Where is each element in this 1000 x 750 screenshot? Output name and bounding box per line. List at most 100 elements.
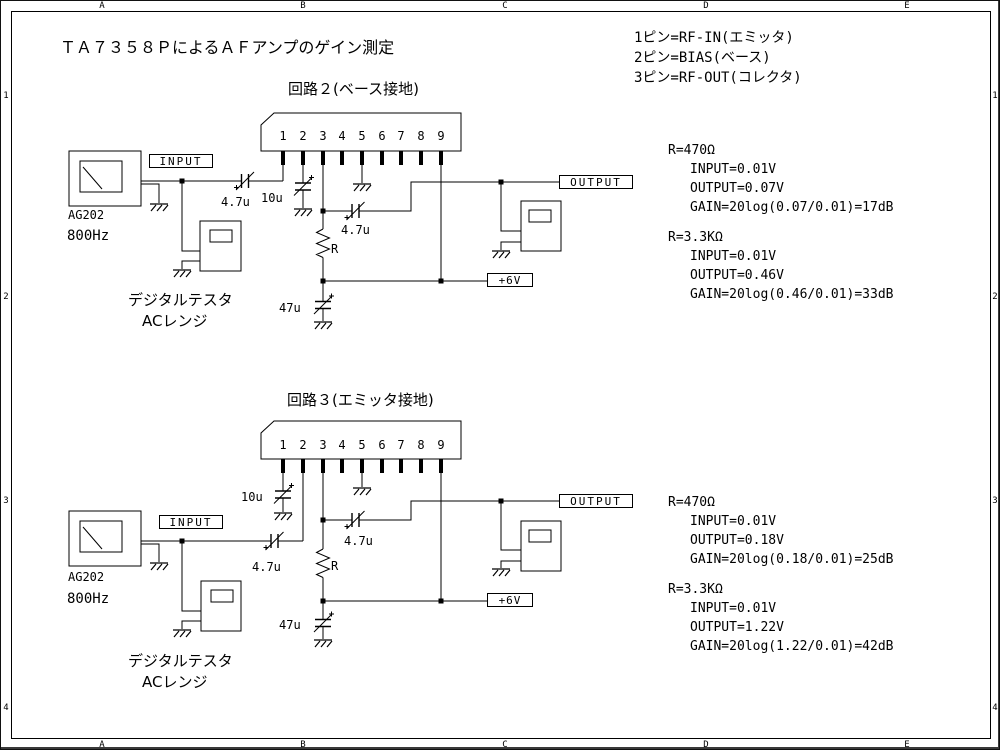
ruler-col-bottom: C [502, 740, 508, 750]
ic-pin-number: 3 [319, 129, 327, 143]
ruler-row-left: 1 [3, 91, 9, 101]
result-group-3k3: R=3.3KΩ INPUT=0.01V OUTPUT=0.46V GAIN=20… [668, 228, 894, 304]
ic-pin-number: 1 [279, 129, 287, 143]
bypass-cap-label: 47u [279, 618, 301, 632]
result-input: INPUT=0.01V [690, 162, 777, 177]
result-group-470: R=470Ω INPUT=0.01V OUTPUT=0.07V GAIN=20l… [668, 141, 894, 217]
input-label-box: INPUT [159, 515, 223, 529]
ic-pin-number: 9 [437, 438, 445, 452]
sheet-border [11, 11, 991, 739]
result-output: OUTPUT=0.46V [690, 268, 784, 283]
generator-frequency-label: 800Hz [67, 228, 110, 244]
ruler-row-right: 1 [992, 91, 998, 101]
resistor-label: R [331, 559, 339, 573]
supply-label-box: +6V [487, 273, 533, 287]
window-edge-right [998, 1, 999, 749]
pin-note: 2ピン=BIAS(ベース) [634, 50, 771, 66]
result-group-470: R=470Ω INPUT=0.01V OUTPUT=0.18V GAIN=20l… [668, 493, 894, 569]
ruler-row-right: 3 [992, 496, 998, 506]
bias-cap-label: 10u [241, 490, 263, 504]
circuit3-grounds [149, 487, 511, 648]
tester-range-label: ACレンジ [142, 673, 208, 691]
ic-pin-number: 4 [338, 129, 346, 143]
circuit3-ic-pins [281, 459, 443, 473]
circuit2-wires [141, 165, 559, 321]
circuit3-tester-right [520, 520, 562, 572]
tester-name-label: デジタルテスタ [128, 291, 233, 309]
circuit3-title: 回路３(エミッタ接地) [287, 391, 434, 409]
output-cap-label: 4.7u [341, 223, 370, 237]
ruler-row-right: 4 [992, 703, 998, 713]
circuit3-results: R=470Ω INPUT=0.01V OUTPUT=0.18V GAIN=20l… [668, 493, 894, 656]
ruler-row-left: 4 [3, 703, 9, 713]
result-resistor: R=3.3KΩ [668, 230, 723, 245]
ruler-col-bottom: D [703, 740, 709, 750]
resistor-label: R [331, 242, 339, 256]
ic-pin-number: 7 [397, 129, 405, 143]
result-gain: GAIN=20log(0.18/0.01)=25dB [690, 552, 894, 567]
result-input: INPUT=0.01V [690, 601, 777, 616]
generator-model-label: AG202 [68, 570, 105, 584]
ruler-col-top: C [502, 1, 508, 11]
ic-pin-number: 2 [299, 129, 307, 143]
pin-note: 3ピン=RF-OUT(コレクタ) [634, 70, 802, 86]
bias-cap-label: 10u [261, 191, 283, 205]
result-gain: GAIN=20log(1.22/0.01)=42dB [690, 639, 894, 654]
ic-pin-number: 2 [299, 438, 307, 452]
ruler-col-bottom: B [300, 740, 306, 750]
circuit2-tester-right [520, 200, 562, 252]
tester-name-label: デジタルテスタ [128, 652, 233, 670]
ruler-col-top: E [904, 1, 910, 11]
circuit3-resistor [315, 548, 331, 578]
ruler-col-bottom: A [99, 740, 105, 750]
result-resistor: R=470Ω [668, 495, 715, 510]
ic-pin-number: 6 [378, 438, 386, 452]
pin-assignment-notes: 1ピン=RF-IN(エミッタ) 2ピン=BIAS(ベース) 3ピン=RF-OUT… [634, 28, 802, 88]
result-output: OUTPUT=0.18V [690, 533, 784, 548]
circuit3-signal-generator [68, 510, 142, 567]
pin-note: 1ピン=RF-IN(エミッタ) [634, 30, 794, 46]
ic-pin-number: 8 [417, 438, 425, 452]
ic-pin-number: 7 [397, 438, 405, 452]
circuit2-capacitors [233, 171, 366, 315]
input-label-box: INPUT [149, 154, 213, 168]
ic-pin-number: 1 [279, 438, 287, 452]
circuit2-junction-dots [179, 178, 504, 284]
circuit3-tester-left [200, 580, 242, 632]
input-cap-label: 4.7u [221, 195, 250, 209]
circuit3-junction-dots [179, 498, 504, 604]
ic-pin-number: 3 [319, 438, 327, 452]
ic-pin-number: 8 [417, 129, 425, 143]
generator-model-label: AG202 [68, 208, 105, 222]
circuit2-results: R=470Ω INPUT=0.01V OUTPUT=0.07V GAIN=20l… [668, 141, 894, 304]
result-output: OUTPUT=0.07V [690, 181, 784, 196]
input-cap-label: 4.7u [252, 560, 281, 574]
ruler-row-left: 3 [3, 496, 9, 506]
ic-pin-number: 9 [437, 129, 445, 143]
circuit2-ic-pins [281, 151, 443, 165]
output-label-box: OUTPUT [559, 175, 633, 189]
circuit3-capacitors [262, 482, 366, 633]
result-output: OUTPUT=1.22V [690, 620, 784, 635]
output-label-box: OUTPUT [559, 494, 633, 508]
result-gain: GAIN=20log(0.46/0.01)=33dB [690, 287, 894, 302]
ic-pin-number: 4 [338, 438, 346, 452]
window-edge-bottom [1, 747, 999, 749]
output-cap-label: 4.7u [344, 534, 373, 548]
circuit3-wires [141, 473, 559, 639]
ic-pin-number: 5 [358, 129, 366, 143]
result-input: INPUT=0.01V [690, 514, 777, 529]
ruler-col-bottom: E [904, 740, 910, 750]
circuit2-resistor [315, 228, 331, 258]
result-resistor: R=470Ω [668, 143, 715, 158]
ic-pin-number: 5 [358, 438, 366, 452]
result-group-3k3: R=3.3KΩ INPUT=0.01V OUTPUT=1.22V GAIN=20… [668, 580, 894, 656]
ruler-col-top: D [703, 1, 709, 11]
circuit2-signal-generator [68, 150, 142, 207]
page-title: ＴＡ７３５８ＰによるＡＦアンプのゲイン測定 [60, 38, 395, 57]
supply-label-box: +6V [487, 593, 533, 607]
ruler-row-right: 2 [992, 292, 998, 302]
ruler-col-top: A [99, 1, 105, 11]
ruler-col-top: B [300, 1, 306, 11]
